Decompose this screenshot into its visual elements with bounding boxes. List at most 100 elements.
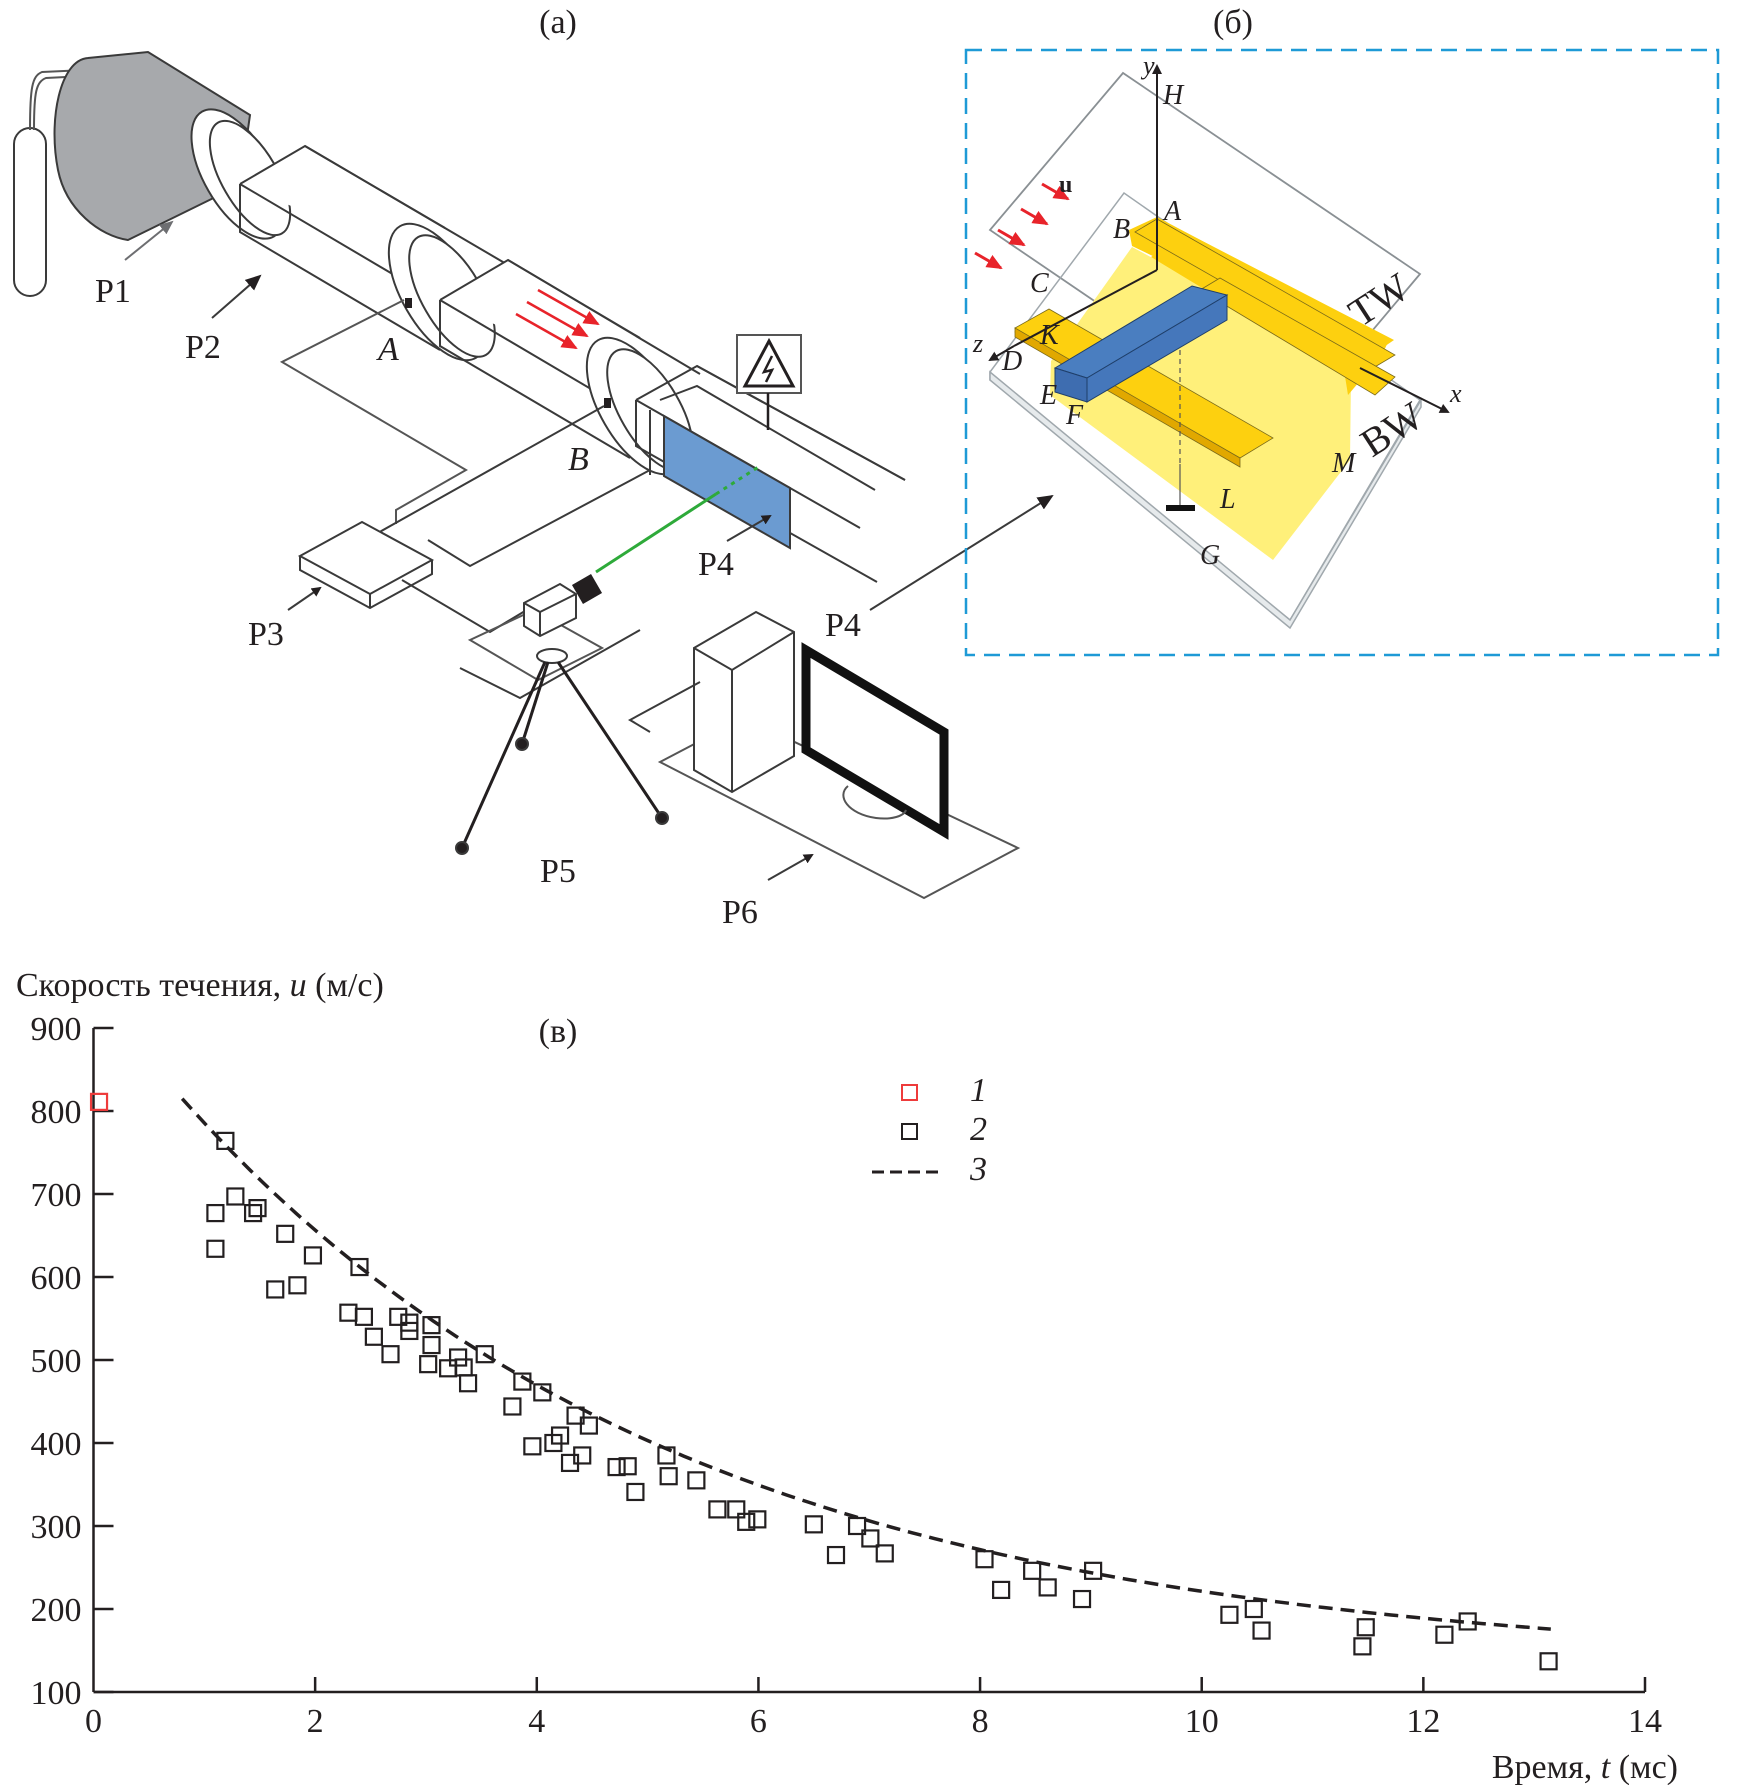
panel-c-label: (в) (539, 1013, 578, 1050)
data-point-series-2 (1435, 1625, 1454, 1644)
camera-icon (455, 573, 669, 855)
label-p4-link: P4 (825, 607, 861, 644)
data-point-series-2 (350, 1257, 369, 1277)
data-point-series-2 (826, 1545, 846, 1565)
data-point-series-2 (657, 1446, 676, 1465)
y-tick-label: 500 (31, 1343, 82, 1380)
data-point-series-2 (276, 1224, 295, 1243)
sensor-a-icon (405, 298, 412, 308)
y-tick-label: 100 (31, 1675, 82, 1712)
data-point-series-2 (243, 1203, 263, 1223)
data-point-series-2 (1072, 1589, 1092, 1609)
gas-cylinder-icon (13, 69, 87, 297)
data-point-series-2 (659, 1467, 678, 1486)
x-tick-label: 12 (1406, 1703, 1440, 1740)
label-p6: P6 (722, 894, 758, 931)
data-point-series-2 (216, 1131, 235, 1150)
y-tick-label: 700 (31, 1177, 82, 1214)
legend: 1 2 3 (872, 1072, 987, 1188)
data-point-series-2 (708, 1500, 727, 1519)
point-d: D (1001, 346, 1022, 377)
point-b: B (1113, 214, 1130, 245)
data-point-series-2 (579, 1416, 598, 1435)
data-point-series-2 (566, 1406, 585, 1425)
data-point-series-2 (748, 1510, 767, 1529)
data-point-series-2 (266, 1280, 285, 1299)
x-tick-label: 0 (85, 1703, 102, 1740)
data-point-series-2 (975, 1550, 994, 1569)
point-m: M (1331, 448, 1357, 479)
panel-b-frame (964, 48, 1720, 657)
panel-b-label: (б) (1213, 4, 1253, 41)
data-point-series-2 (226, 1187, 245, 1206)
data-point-series-2 (875, 1544, 894, 1563)
driver-section (53, 50, 252, 242)
data-point-series-2 (533, 1383, 552, 1402)
y-tick-label: 200 (31, 1592, 82, 1629)
data-point-series-2 (804, 1515, 823, 1534)
axis-label-x: x (1449, 379, 1462, 408)
point-g: G (1200, 540, 1220, 571)
point-l: L (1219, 484, 1236, 515)
data-point-series-2 (737, 1512, 756, 1531)
data-point-series-2 (206, 1239, 225, 1258)
x-tick-label: 10 (1185, 1703, 1219, 1740)
computer-icon (627, 610, 1021, 900)
label-sensor-a: A (376, 331, 399, 368)
label-p1: P1 (95, 273, 131, 310)
data-point-series-2 (1084, 1561, 1103, 1580)
y-tick-label: 600 (31, 1260, 82, 1297)
label-p3: P3 (248, 616, 284, 653)
point-a: A (1162, 196, 1182, 227)
data-point-series-1 (89, 1092, 109, 1111)
panel-b: (б) (964, 4, 1720, 657)
data-point-series-2 (419, 1355, 438, 1374)
data-point-series-2 (206, 1203, 225, 1223)
panel-a: (a) (13, 4, 1054, 931)
data-point-series-2 (992, 1580, 1011, 1600)
data-point-series-2 (1244, 1599, 1263, 1619)
data-point-series-2 (248, 1199, 267, 1218)
label-sensor-b: B (568, 441, 589, 478)
data-point-series-2 (354, 1307, 374, 1326)
data-point-series-2 (503, 1397, 522, 1416)
data-point-series-2 (1458, 1612, 1477, 1631)
data-point-series-2 (1353, 1637, 1372, 1656)
monitor-icon (801, 642, 949, 840)
point-c: C (1030, 268, 1049, 299)
data-point-series-2 (389, 1307, 408, 1326)
axis-label-z: z (972, 329, 983, 358)
x-tick-label: 6 (750, 1703, 767, 1740)
data-point-series-2 (381, 1345, 400, 1364)
point-k: K (1039, 320, 1060, 351)
data-point-series-2 (550, 1426, 570, 1445)
flow-label-u: u (1059, 172, 1072, 198)
data-point-series-2 (573, 1446, 592, 1465)
panel-a-label: (a) (539, 4, 577, 41)
data-point-series-2 (626, 1482, 645, 1502)
y-tick-label: 800 (31, 1094, 82, 1131)
data-point-series-2 (364, 1327, 383, 1346)
z-axis (1013, 269, 1158, 347)
chart-panel-c: (в) Скорость течения, u (м/с) Время, t (… (16, 967, 1678, 1785)
data-point-series-2 (847, 1516, 867, 1536)
data-point-series-2 (458, 1374, 478, 1393)
x-tick-label: 4 (528, 1703, 545, 1740)
laser-beam (595, 492, 717, 574)
data-point-series-2 (1539, 1652, 1558, 1671)
point-h: H (1162, 80, 1185, 111)
data-point-series-2 (400, 1313, 419, 1332)
data-point-series-2 (523, 1437, 542, 1456)
label-p2: P2 (185, 329, 221, 366)
high-voltage-sign-icon (736, 334, 802, 430)
data-point-series-2 (1252, 1621, 1271, 1640)
data-point-series-2 (339, 1303, 358, 1322)
data-point-series-2 (513, 1372, 532, 1391)
axis-label-y: y (1140, 51, 1155, 80)
x-tick-label: 14 (1628, 1703, 1662, 1740)
data-point-series-2 (449, 1348, 468, 1367)
fit-curve-series-3 (180, 1097, 1551, 1631)
flow-arrows-icon (515, 288, 600, 350)
y-tick-label: 400 (31, 1426, 82, 1463)
data-point-series-2 (1220, 1605, 1239, 1624)
